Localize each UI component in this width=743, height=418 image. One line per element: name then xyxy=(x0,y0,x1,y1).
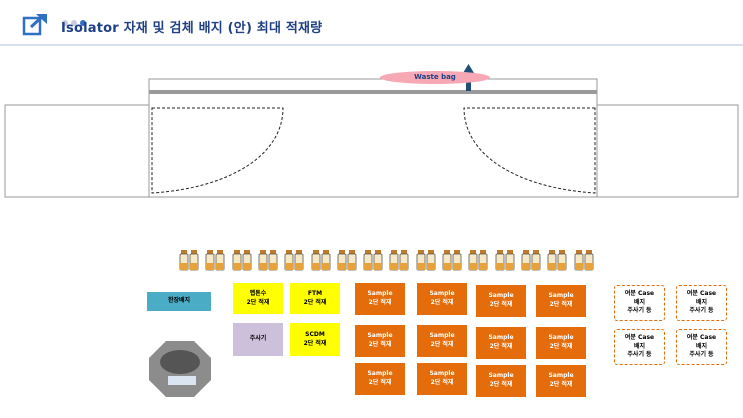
spare-case-box: 여분 Case 배지 주사기 등 xyxy=(676,329,727,365)
isolator-chamber xyxy=(148,78,598,198)
glove-port-right xyxy=(463,107,596,194)
isolator-shelf-bar xyxy=(149,90,597,94)
manhole-badge-label: 한장배지 xyxy=(167,297,191,305)
manhole-badge-box: 한장배지 xyxy=(147,292,211,311)
waste-bag-label: Waste bag xyxy=(380,71,490,84)
bottle-icon xyxy=(284,250,304,271)
yellow-box-ftm: FTM 2단 적재 xyxy=(290,283,340,314)
bottle-icon xyxy=(416,250,436,271)
bottle-icon xyxy=(179,250,199,271)
syringe-box: 주사기 xyxy=(233,323,283,356)
up-arrow-icon xyxy=(463,64,474,73)
glove-port-left xyxy=(151,107,284,194)
hopper-octagon-icon xyxy=(149,341,211,397)
spare-case-box: 여분 Case 배지 주사기 등 xyxy=(676,285,727,321)
bottle-icon xyxy=(495,250,514,271)
bottle-icon xyxy=(442,250,462,271)
bottle-icon xyxy=(258,250,278,271)
spare-case-box: 여분 Case 배지 주사기 등 xyxy=(614,329,665,365)
bottle-icon xyxy=(547,250,567,271)
bottle-icon xyxy=(337,250,357,271)
export-arrow-icon xyxy=(22,13,47,36)
bottle-icon xyxy=(389,250,409,271)
yellow-box-peptone: 펩톤수 2단 적재 xyxy=(233,283,283,314)
isolator-outer-left xyxy=(4,104,150,198)
yellow-box-scdm: SCDM 2단 적재 xyxy=(290,323,340,356)
bottle-icon xyxy=(521,250,541,271)
page-title: Isolator 자재 및 검체 배지 (안) 최대 적재량 xyxy=(61,21,323,36)
bottle-icon xyxy=(363,250,383,271)
isolator-outer-right xyxy=(596,104,739,198)
bottle-icon xyxy=(232,250,251,271)
title-divider xyxy=(0,44,743,46)
isolator-diagram xyxy=(4,64,739,198)
spare-case-box: 여분 Case 배지 주사기 등 xyxy=(614,285,665,321)
bottle-icon xyxy=(311,250,330,271)
bottle-icon xyxy=(574,250,593,271)
bottle-icon xyxy=(468,250,488,271)
bottle-icon xyxy=(205,250,225,271)
decorative-dots xyxy=(62,11,89,30)
